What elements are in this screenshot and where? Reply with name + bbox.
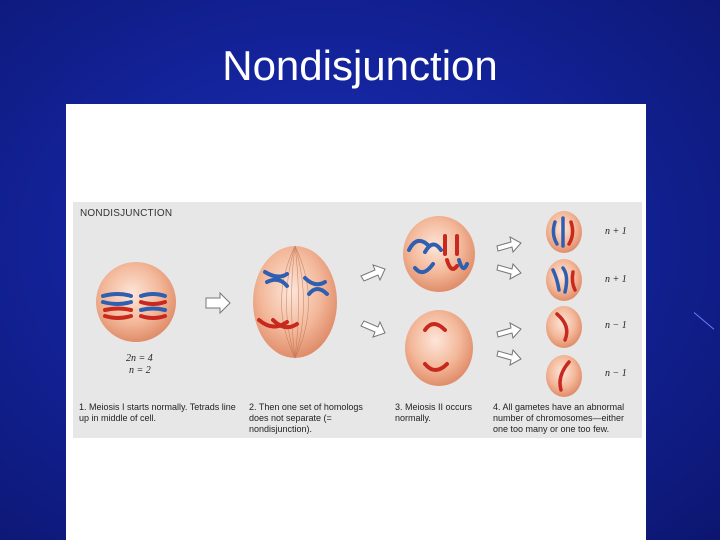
caption-4-text: All gametes have an abnormal number of c… [493,402,625,434]
caption-3-text: Meiosis II occurs normally. [395,402,473,423]
arrow-2a [360,264,386,282]
slide-title: Nondisjunction [222,42,498,89]
caption-3: 3. Meiosis II occurs normally. [395,402,487,424]
gamete-label-1: n + 1 [605,226,627,237]
arrow-1 [205,291,231,315]
caption-2-num: 2. [249,402,257,412]
gamete-1 [546,211,582,253]
caption-1: 1. Meiosis I starts normally. Tetrads li… [79,402,239,424]
stage1-cell [96,262,176,342]
caption-1-num: 1. [79,402,87,412]
stage2-cell [253,245,337,359]
caption-4-num: 4. [493,402,501,412]
caption-2: 2. Then one set of homologs does not sep… [249,402,384,435]
arrow-3d [496,348,522,366]
gamete-label-2: n + 1 [605,274,627,285]
arrow-3a [496,236,522,254]
nondisjunction-figure: NONDISJUNCTION [73,202,642,438]
figure-heading: NONDISJUNCTION [80,208,173,219]
ploidy-label-n: n = 2 [129,365,151,376]
gamete-4 [546,355,582,397]
stage3-bottom-cell [405,310,473,386]
diagram-graphic [96,211,582,397]
caption-2-text: Then one set of homologs does not separa… [249,402,363,434]
arrow-2b [360,320,386,338]
caption-1-text: Meiosis I starts normally. Tetrads line … [79,402,236,423]
gamete-3 [546,306,582,348]
caption-4: 4. All gametes have an abnormal number o… [493,402,639,435]
caption-3-num: 3. [395,402,403,412]
ploidy-label-2n: 2n = 4 [126,353,153,364]
arrow-3c [496,322,522,340]
stage3-top-cell [403,216,475,292]
arrow-3b [496,262,522,280]
gamete-label-4: n − 1 [605,368,627,379]
decorative-line [693,312,715,330]
gamete-2 [546,259,582,301]
gamete-label-3: n − 1 [605,320,627,331]
